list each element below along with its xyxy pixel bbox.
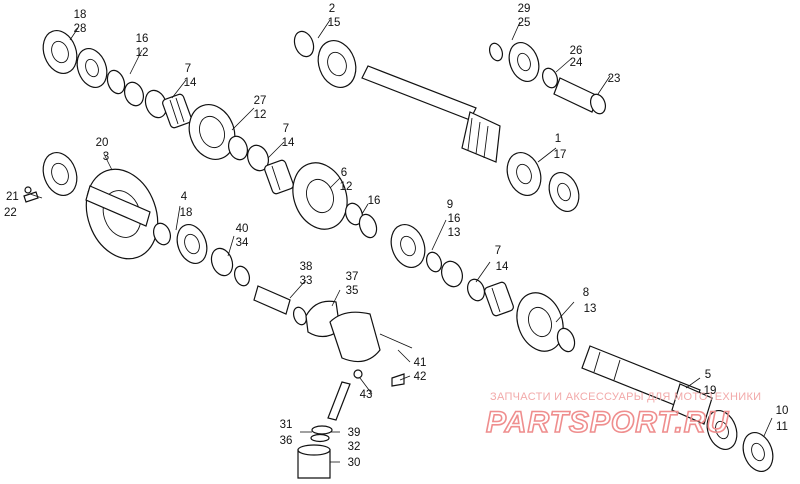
pump-housing-assembly (253, 285, 413, 479)
callout-30: 30 (348, 457, 361, 469)
watermark-tagline: ЗАПЧАСТИ И АКСЕССУАРЫ ДЛЯ МОТОТЕХНИКИ (490, 391, 761, 403)
callout-7-14-a-bottom: 14 (184, 77, 197, 89)
callout-37-35-bottom: 35 (346, 285, 359, 297)
callout-20-3-bottom: 3 (103, 151, 109, 163)
callout-1-17-bottom: 17 (554, 149, 567, 161)
callout-23: 23 (608, 73, 621, 85)
callout-27-12-top: 27 (254, 95, 267, 107)
callout-9-16-bottom: 16 (448, 213, 461, 225)
callout-31-36-top: 31 (280, 419, 293, 431)
callout-10-11-bottom: 11 (776, 421, 788, 433)
callout-21-22-bottom: 22 (4, 207, 17, 219)
callout-43: 43 (360, 389, 373, 401)
callout-5-19-bottom: 19 (704, 385, 717, 397)
callout-16-12-top: 16 (136, 33, 149, 45)
callout-2-15-bottom: 15 (328, 17, 341, 29)
callout-4-18-top: 4 (181, 191, 188, 203)
callout-37-35-top: 37 (346, 271, 359, 283)
callout-41: 41 (414, 357, 427, 369)
callout-4-18-bottom: 18 (180, 207, 193, 219)
callout-38-33-bottom: 33 (300, 275, 313, 287)
callout-29-25-bottom: 25 (518, 17, 531, 29)
callout-7-14-c-top: 7 (495, 245, 501, 257)
watermark: ЗАПЧАСТИ И АКСЕССУАРЫ ДЛЯ МОТОТЕХНИКИ PA… (485, 391, 761, 440)
callout-42: 42 (414, 371, 427, 383)
callout-6-12-top: 6 (341, 167, 347, 179)
callout-18-28-top: 18 (74, 9, 87, 21)
callout-5-19-top: 5 (705, 369, 711, 381)
callout-40-34-bottom: 34 (236, 237, 249, 249)
callout-16-12-bottom: 12 (136, 47, 149, 59)
top-right-gear-set (488, 42, 607, 115)
leader-lines (29, 19, 773, 463)
callout-6-12-bottom: 12 (340, 181, 353, 193)
callout-38-33-top: 38 (300, 261, 313, 273)
callout-39-32-top: 39 (348, 427, 361, 439)
callout-8-13-top: 8 (583, 287, 589, 299)
callout-7-14-b-top: 7 (283, 123, 289, 135)
callout-29-25-top: 29 (518, 3, 531, 15)
callout-18-28-bottom: 28 (74, 23, 87, 35)
callout-26-24-top: 26 (570, 45, 583, 57)
callout-7-14-b-bottom: 14 (282, 137, 295, 149)
watermark-brand: PARTSPORT.RU (486, 406, 729, 439)
callout-labels: 18 28 16 12 7 14 27 12 7 14 2 15 29 25 2… (4, 3, 788, 469)
callout-31-36-bottom: 36 (280, 435, 293, 447)
callout-9-16-top: 9 (447, 199, 453, 211)
left-large-gear (23, 152, 251, 287)
middle-gear-cluster (292, 162, 514, 317)
callout-26-24-bottom: 24 (570, 57, 583, 69)
upper-left-shaft-assembly (42, 30, 294, 195)
callout-20-3-top: 20 (96, 137, 109, 149)
lower-right-output-shaft (516, 292, 774, 472)
callout-40-34-top: 40 (236, 223, 249, 235)
callout-8-13-bottom: 13 (584, 303, 597, 315)
callout-2-15-top: 2 (329, 3, 335, 15)
top-main-shaft (293, 30, 580, 212)
callout-10-11-top: 10 (776, 405, 789, 417)
callout-39-32-bottom: 32 (348, 441, 361, 453)
callout-13-a: 13 (448, 227, 461, 239)
callout-21-22-top: 21 (6, 191, 19, 203)
callout-16-a: 16 (368, 195, 381, 207)
callout-27-12-bottom: 12 (254, 109, 267, 121)
callout-7-14-a-top: 7 (185, 63, 191, 75)
callout-1-17-top: 1 (555, 133, 561, 145)
callout-7-14-c-bottom: 14 (496, 261, 509, 273)
